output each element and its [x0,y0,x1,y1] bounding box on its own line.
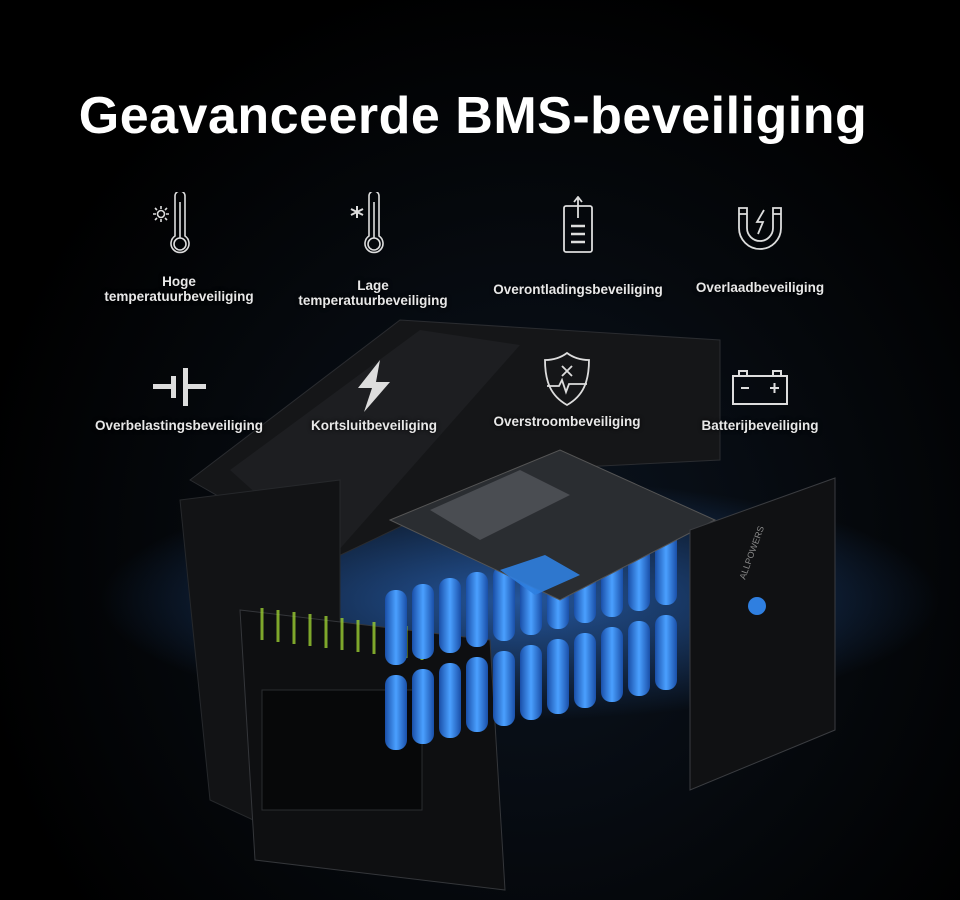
battery-cell [412,584,434,659]
feature-label: Overlaadbeveiliging [695,280,825,295]
feature-label: temperatuurbeveiliging [104,289,254,304]
battery-cell [439,578,461,653]
feature-overload: Overbelastingsbeveiliging [84,366,274,433]
feature-label: Overontladingsbeveiliging [493,282,663,297]
battery-cell [385,590,407,665]
magnet-lightning-icon [738,207,782,250]
feature-label: temperatuurbeveiliging [298,293,448,308]
battery-cell [574,633,596,708]
battery-cell [628,621,650,696]
feature-label: Hoge [162,274,196,289]
shield-pulse-icon [544,351,590,407]
page-title: Geavanceerde BMS-beveiliging [78,87,868,145]
feature-over-discharge: Overontladingsbeveiliging [483,196,673,297]
feature-short-circuit: Kortsluitbeveiliging [279,358,469,433]
battery-cell [439,663,461,738]
battery-cell [601,627,623,702]
battery-cell [520,645,542,720]
battery-cell [412,669,434,744]
feature-overcurrent: Overstroombeveiliging [472,350,662,429]
battery-cell [385,675,407,750]
capacitor-icon [153,368,206,406]
battery-cell [655,615,677,690]
feature-label: Batterijbeveiliging [701,418,819,433]
feature-label: Kortsluitbeveiliging [310,418,437,433]
battery-cell [466,657,488,732]
lightning-bolt-icon [358,360,390,412]
feature-label: Overstroombeveiliging [493,414,641,429]
battery-cell [655,530,677,605]
battery-discharge-icon [563,196,593,253]
thermometer-snowflake-icon [350,192,384,254]
feature-battery: Batterijbeveiliging [665,368,855,433]
feature-overcharge: Overlaadbeveiliging [665,200,855,295]
battery-cell [547,639,569,714]
battery-cell [493,651,515,726]
car-battery-icon [732,370,788,405]
feature-label: Lage [357,278,389,293]
feature-label: Overbelastingsbeveiliging [94,418,264,433]
thermometer-sun-icon [153,192,190,254]
battery-cell [466,572,488,647]
battery-cell [493,566,515,641]
